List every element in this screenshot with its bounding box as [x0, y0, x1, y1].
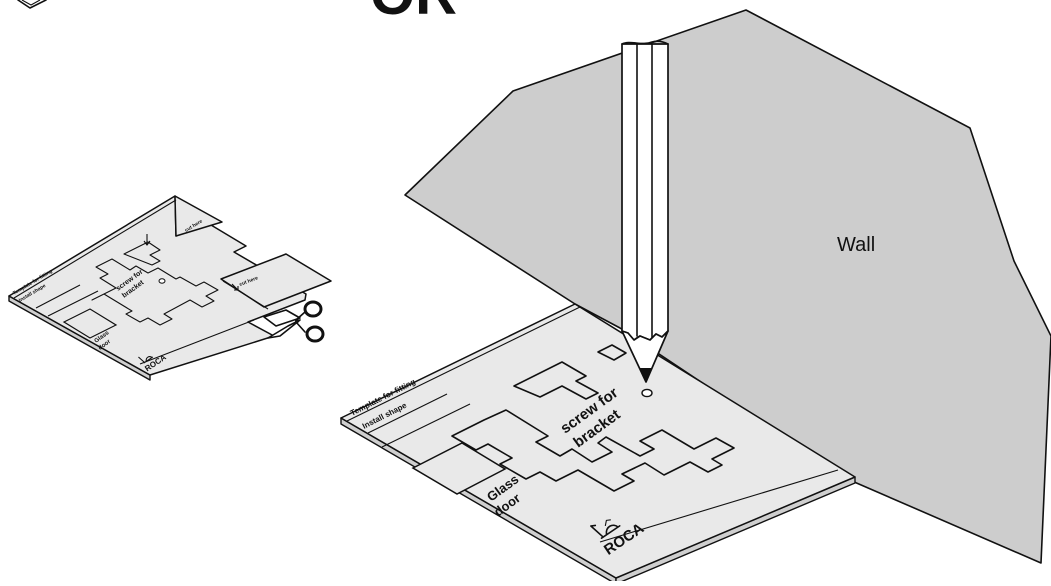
arrow-side-icon — [231, 283, 239, 291]
pencil-icon — [621, 40, 669, 383]
small-template-upper-slot — [123, 241, 161, 266]
main-template-bracket-cutout — [451, 409, 735, 492]
small-template-screw-hole — [158, 278, 166, 284]
main-template-guide-2 — [367, 393, 448, 434]
scissors-icon — [263, 300, 325, 343]
main-template-guide-3 — [381, 403, 471, 448]
wall: Wall — [404, 9, 1051, 564]
small-template-top-strip — [174, 195, 223, 237]
main-template-glass-window — [411, 442, 507, 495]
small-template-glass-window — [62, 308, 118, 339]
main-template-upper-slot — [513, 361, 599, 400]
previous-step-fragment — [17, 0, 47, 9]
small-template-guide-2 — [35, 284, 81, 309]
wall-surface — [404, 9, 1051, 564]
main-template-screw-hole — [641, 388, 653, 398]
small-template-bracket-cutout — [91, 258, 219, 326]
small-template-guide-1 — [13, 199, 177, 299]
main-template-guide-1 — [346, 306, 581, 422]
main-template: Template for fitting Install shape screw… — [340, 303, 856, 585]
small-template-guide-3 — [47, 290, 99, 317]
main-template-guide-4 — [599, 469, 839, 543]
small-template: Template for fitting Install shape screw… — [8, 195, 332, 381]
or-label: OR — [370, 0, 457, 27]
main-template-top-notch — [597, 344, 627, 361]
arrow-down-icon — [143, 234, 151, 246]
main-template-face — [340, 303, 856, 579]
small-template-guide-4 — [139, 319, 255, 365]
wall-label: Wall — [837, 234, 875, 256]
